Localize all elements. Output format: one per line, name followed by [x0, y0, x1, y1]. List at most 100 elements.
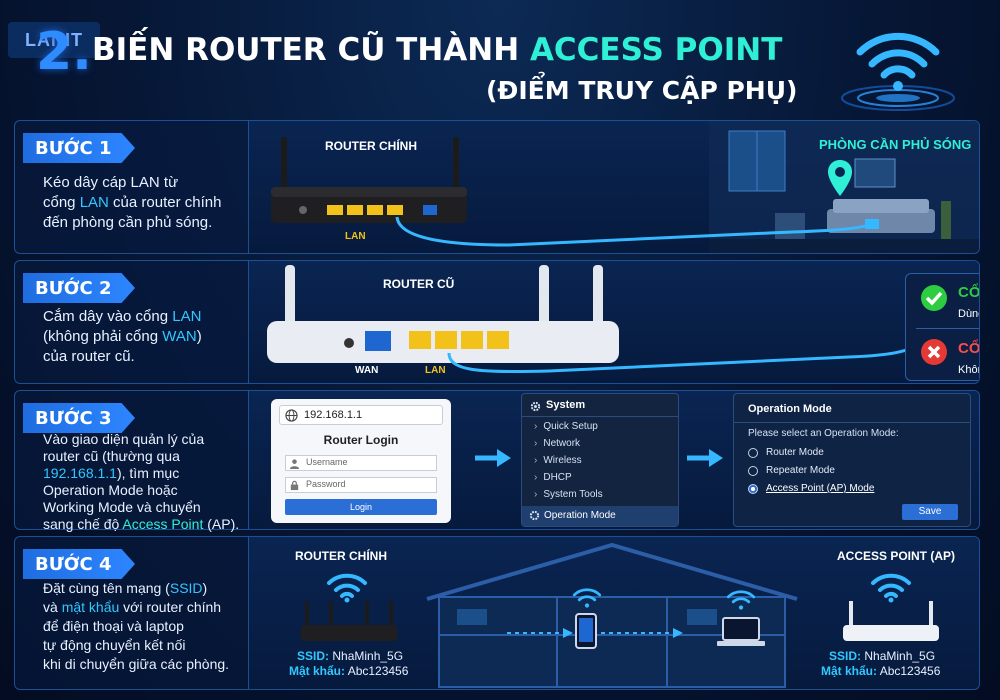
- mode-title: Operation Mode: [748, 403, 832, 415]
- step-4-line-e: khi di chuyển giữa các phòng.: [43, 656, 230, 672]
- step-1-illustration: PHÒNG CẦN PHỦ SÓNG ROUTER CHÍNH LAN: [248, 121, 979, 253]
- login-card: 192.168.1.1 Router Login Username Passwo…: [271, 399, 451, 523]
- step-4-line-b: và mật khẩu với router chính: [43, 598, 229, 617]
- url-bar[interactable]: 192.168.1.1: [279, 405, 443, 425]
- arrow-right-icon: [475, 449, 511, 467]
- username-placeholder: Username: [306, 457, 348, 467]
- step-3-line-c: 192.168.1.1), tìm mục: [43, 465, 239, 482]
- pass-key: Mật khẩu:: [289, 664, 346, 678]
- ap-label: ACCESS POINT (AP): [837, 549, 956, 563]
- port-info-box: CỔNG LAN Dùng để kết nối từ router chính…: [905, 273, 979, 381]
- room-label: PHÒNG CẦN PHỦ SÓNG: [819, 137, 972, 152]
- radio-ap-mode[interactable]: [748, 484, 758, 494]
- lan-port-label: LAN: [345, 231, 366, 242]
- wan-no-title: CỔNG WAN: [958, 340, 979, 357]
- ap-ssid-key: SSID:: [829, 649, 862, 663]
- radio-router-mode[interactable]: [748, 448, 758, 458]
- step-3-text: Vào giao diện quản lý của router cũ (thư…: [43, 431, 239, 533]
- radio-repeater-mode[interactable]: [748, 466, 758, 476]
- wan-no-desc: Không sử dụng cổng này: [958, 364, 979, 376]
- menu-item-wireless[interactable]: Wireless: [534, 455, 581, 466]
- step-1-info: BƯỚC 1 Kéo dây cáp LAN từ cổng LAN của r…: [15, 121, 247, 253]
- lan-cable: [395, 216, 879, 247]
- step-3-ip-highlight: 192.168.1.1: [43, 465, 117, 481]
- step-3-line-e: Working Mode và chuyển: [43, 499, 201, 515]
- old-router-label: ROUTER CŨ: [383, 277, 455, 291]
- menu-item-operation-mode[interactable]: Operation Mode: [522, 506, 678, 526]
- step-4-ssid-highlight: SSID: [169, 580, 203, 596]
- ap-pass: Mật khẩu: Abc123456: [821, 664, 940, 678]
- dotted-arrows: [507, 628, 683, 638]
- mode-divider: [734, 422, 970, 423]
- operation-mode-card: Operation Mode Please select an Operatio…: [733, 393, 971, 527]
- page-subtitle: (ĐIỂM TRUY CẬP PHỤ): [486, 76, 798, 105]
- step-2-line-a-1: Cắm dây vào cổng: [43, 308, 173, 325]
- main-router-label: ROUTER CHÍNH: [295, 549, 387, 563]
- title-highlight: ACCESS POINT: [529, 32, 783, 68]
- radio-ap-mode-label: Access Point (AP) Mode: [766, 483, 875, 494]
- ap-pass-key: Mật khẩu:: [821, 664, 878, 678]
- lan-cable-2: [447, 347, 909, 374]
- step-1-lan-highlight: LAN: [79, 194, 109, 211]
- step-2-line-b-1: (không phải cổng: [43, 328, 163, 345]
- menu-item-quick-setup[interactable]: Quick Setup: [534, 421, 597, 432]
- gear-icon-small: [529, 510, 540, 521]
- radio-repeater-mode-label: Repeater Mode: [766, 465, 835, 476]
- ap-pass-value: Abc123456: [879, 664, 941, 678]
- step-4-row: BƯỚC 4 Đặt cùng tên mạng (SSID) và mật k…: [14, 536, 980, 690]
- step-2-row: BƯỚC 2 Cắm dây vào cổng LAN (không phải …: [14, 260, 980, 384]
- wan-port-label: WAN: [355, 365, 379, 376]
- check-icon: [921, 285, 947, 311]
- step-3-info: BƯỚC 3 Vào giao diện quản lý của router …: [15, 391, 247, 532]
- main-router-wifi-icon: [327, 573, 367, 603]
- phone-wifi-icon: [572, 588, 602, 608]
- lan-ok-title: CỔNG LAN: [958, 284, 979, 301]
- step-3-illustration: 192.168.1.1 Router Login Username Passwo…: [248, 391, 979, 529]
- step-3-line-b: router cũ (thường qua: [43, 448, 180, 464]
- login-title: Router Login: [323, 433, 399, 447]
- login-button[interactable]: Login: [285, 499, 437, 515]
- step-1-row: BƯỚC 1 Kéo dây cáp LAN từ cổng LAN của r…: [14, 120, 980, 254]
- x-icon: [921, 339, 947, 365]
- step-4-line-a: Đặt cùng tên mạng (SSID): [43, 579, 229, 598]
- house-cutaway: [426, 542, 798, 688]
- step-3-ap-highlight: Access Point: [122, 516, 204, 532]
- step-4-illustration: ROUTER CHÍNH SSID: NhaMinh_5G Mật khẩu: …: [248, 537, 979, 689]
- ap-wifi-icon: [871, 573, 911, 603]
- menu-item-dhcp[interactable]: DHCP: [534, 472, 571, 483]
- menu-selected-label: Operation Mode: [544, 510, 616, 521]
- phone-icon: [575, 613, 597, 649]
- step-4-text: Đặt cùng tên mạng (SSID) và mật khẩu với…: [43, 579, 229, 674]
- system-menu: System Quick Setup Network Wireless DHCP…: [521, 393, 679, 527]
- step-4-line-b-2: với router chính: [119, 599, 222, 615]
- main-router-pass: Mật khẩu: Abc123456: [289, 664, 408, 678]
- step-2-info: BƯỚC 2 Cắm dây vào cổng LAN (không phải …: [15, 261, 247, 383]
- step-2-line-c: của router cũ.: [43, 348, 135, 365]
- old-router-image: [267, 265, 619, 363]
- ssid-value: NhaMinh_5G: [332, 649, 404, 663]
- radio-router-mode-label: Router Mode: [766, 447, 824, 458]
- step-4-line-c: để điện thoại và laptop: [43, 618, 184, 634]
- step-2-wan-highlight: WAN: [162, 328, 197, 345]
- ap-ssid: SSID: NhaMinh_5G: [829, 649, 935, 663]
- step-3-line-d: Operation Mode hoặc: [43, 482, 178, 498]
- step-4-line-b-1: và: [43, 599, 62, 615]
- step-4-info: BƯỚC 4 Đặt cùng tên mạng (SSID) và mật k…: [15, 537, 247, 689]
- user-icon: [289, 459, 300, 469]
- page-title: BIẾN ROUTER CŨ THÀNH ACCESS POINT: [92, 32, 782, 68]
- ap-ssid-value: NhaMinh_5G: [864, 649, 936, 663]
- title-main: BIẾN ROUTER CŨ THÀNH: [92, 32, 530, 68]
- menu-item-network[interactable]: Network: [534, 438, 580, 449]
- step-4-badge: BƯỚC 4: [23, 549, 135, 579]
- password-input[interactable]: Password: [285, 477, 437, 493]
- gear-icon: [530, 401, 541, 412]
- step-2-text: Cắm dây vào cổng LAN (không phải cổng WA…: [43, 307, 202, 367]
- username-input[interactable]: Username: [285, 455, 437, 471]
- step-1-line-c: đến phòng cần phủ sóng.: [43, 214, 213, 231]
- laptop-wifi-icon: [726, 590, 756, 610]
- menu-item-system-tools[interactable]: System Tools: [534, 489, 602, 500]
- step-4-line-d: tự động chuyển kết nối: [43, 637, 186, 653]
- step-4-line-a-1: Đặt cùng tên mạng (: [43, 580, 170, 596]
- save-button[interactable]: Save: [902, 504, 958, 520]
- step-1-line-b-2: của router chính: [108, 194, 222, 211]
